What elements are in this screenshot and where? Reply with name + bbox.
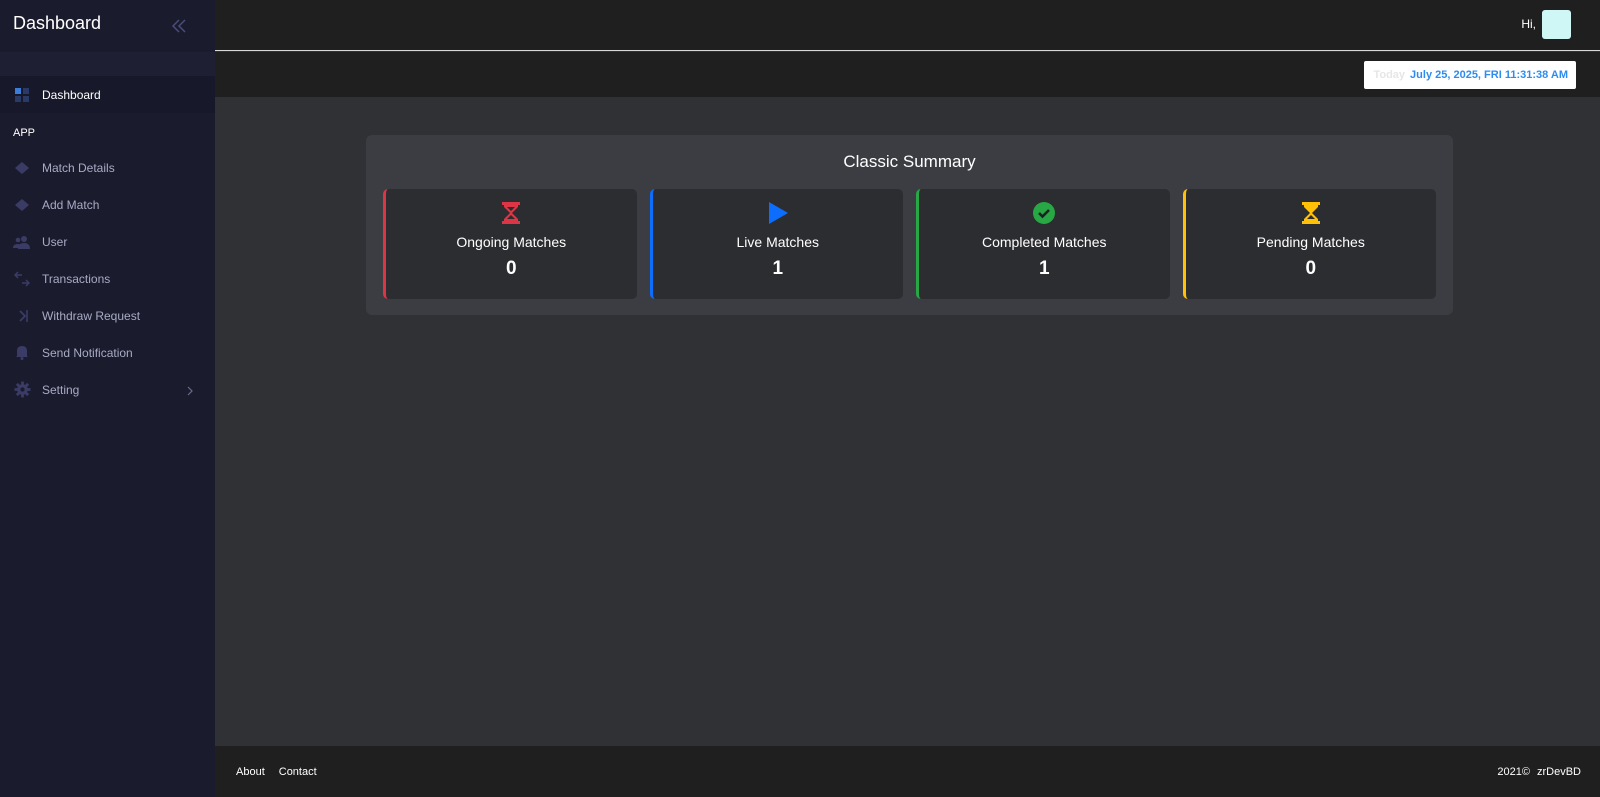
withdraw-icon xyxy=(13,307,31,325)
sidebar-item-label: Match Details xyxy=(42,160,115,175)
sidebar-item-label: Send Notification xyxy=(42,345,133,360)
hourglass-icon xyxy=(1299,201,1323,225)
date-bar: Today July 25, 2025, FRI 11:31:38 AM xyxy=(215,52,1600,97)
sidebar-item-dashboard[interactable]: Dashboard xyxy=(0,76,215,113)
sidebar-item-withdraw-request[interactable]: Withdraw Request xyxy=(0,297,215,334)
sidebar-item-label: Transactions xyxy=(42,271,111,286)
dashboard-icon xyxy=(13,86,31,104)
card-value: 1 xyxy=(1038,258,1050,279)
contact-link[interactable]: Contact xyxy=(278,765,317,778)
card-title: Pending Matches xyxy=(1256,234,1365,250)
layer-icon xyxy=(13,159,31,177)
sidebar-item-match-details[interactable]: Match Details xyxy=(0,149,215,186)
card-ongoing-matches[interactable]: Ongoing Matches 0 xyxy=(383,189,637,299)
card-value: 0 xyxy=(1305,258,1317,279)
sidebar-item-send-notification[interactable]: Send Notification xyxy=(0,334,215,371)
layer-icon xyxy=(13,196,31,214)
brand-title: Dashboard xyxy=(13,12,102,33)
card-value: 1 xyxy=(772,258,784,279)
card-value: 0 xyxy=(505,258,517,279)
sidebar-item-user[interactable]: User xyxy=(0,223,215,260)
greeting-text: Hi, xyxy=(1521,17,1536,31)
avatar[interactable] xyxy=(1542,10,1571,39)
top-bar: Hi, xyxy=(215,0,1600,51)
sidebar-item-label: Withdraw Request xyxy=(42,308,141,323)
card-title: Live Matches xyxy=(736,234,819,250)
hourglass-icon xyxy=(499,201,523,225)
datetime-value: July 25, 2025, FRI 11:31:38 AM xyxy=(1410,69,1568,81)
brand-divider xyxy=(0,52,215,76)
collapse-sidebar-icon[interactable] xyxy=(169,16,189,36)
play-icon xyxy=(766,201,790,225)
transfer-icon xyxy=(13,270,31,288)
summary-title: Classic Summary xyxy=(843,152,976,171)
footer: About Contact 2021© zrDevBD xyxy=(215,746,1600,797)
company-name: zrDevBD xyxy=(1536,765,1581,778)
section-label-app: APP xyxy=(13,127,36,139)
sidebar-item-add-match[interactable]: Add Match xyxy=(0,186,215,223)
date-display: Today July 25, 2025, FRI 11:31:38 AM xyxy=(1364,61,1576,89)
sidebar-item-setting[interactable]: Setting xyxy=(0,371,215,408)
sidebar-brand: Dashboard xyxy=(0,0,215,52)
card-completed-matches[interactable]: Completed Matches 1 xyxy=(916,189,1170,299)
card-title: Completed Matches xyxy=(981,234,1107,250)
card-pending-matches[interactable]: Pending Matches 0 xyxy=(1182,189,1436,299)
sidebar-item-label: Setting xyxy=(42,382,80,397)
today-label: Today xyxy=(1373,69,1406,81)
card-title: Ongoing Matches xyxy=(456,234,567,250)
sidebar-item-label: Add Match xyxy=(42,197,100,212)
sidebar-item-label: User xyxy=(42,234,68,249)
sidebar-item-transactions[interactable]: Transactions xyxy=(0,260,215,297)
chevron-right-icon xyxy=(187,383,193,401)
about-link[interactable]: About xyxy=(236,765,265,778)
check-circle-icon xyxy=(1032,201,1056,225)
classic-summary-panel: Classic Summary Ongoing Matches 0 Live M… xyxy=(366,135,1453,315)
bell-icon xyxy=(13,344,31,362)
gear-icon xyxy=(13,381,31,399)
summary-cards: Ongoing Matches 0 Live Matches 1 Complet… xyxy=(366,189,1453,299)
copyright-year: 2021© xyxy=(1497,765,1530,778)
sidebar: Dashboard Dashboard APP Match Details Ad… xyxy=(0,0,215,797)
users-icon xyxy=(13,233,31,251)
copyright: 2021© zrDevBD xyxy=(1497,766,1581,778)
sidebar-item-label: Dashboard xyxy=(42,87,101,102)
card-live-matches[interactable]: Live Matches 1 xyxy=(649,189,903,299)
footer-links: About Contact xyxy=(236,766,317,778)
